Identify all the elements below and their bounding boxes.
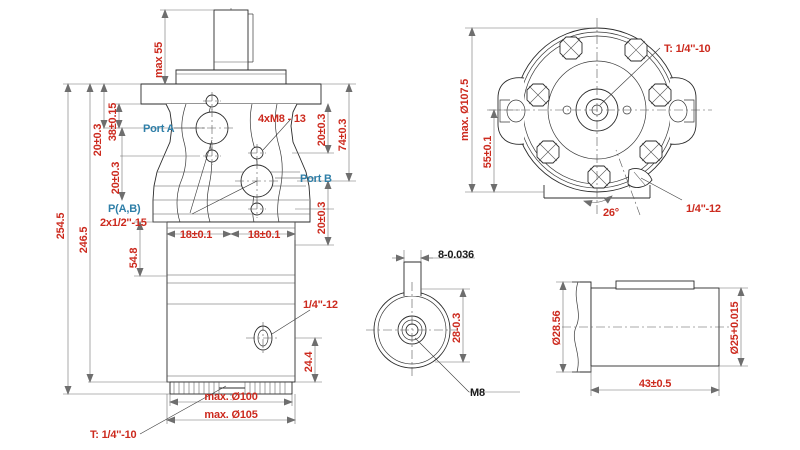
right-lug-bore [668, 99, 688, 123]
dim-max-55: max 55 [153, 42, 165, 78]
label-4xm8: 4xM8 - 13 [258, 113, 306, 125]
dim-flange-dia: Ø28.56 [551, 310, 563, 345]
m8-bolt-holes [203, 92, 266, 218]
dim-shaft-dia: Ø25+0.015 [729, 301, 741, 354]
drain-leader [271, 309, 311, 335]
bottom-spline-band [169, 381, 293, 395]
shaft-end-geometry [366, 261, 458, 378]
dim-38: 38±0.15 [107, 103, 119, 141]
dim-54-8: 54.8 [128, 248, 140, 269]
m8-leader [262, 119, 291, 151]
dim-246-5: 246.5 [78, 227, 90, 254]
dim-dia-105: max. Ø105 [204, 409, 257, 421]
dim-dia-100: max. Ø100 [204, 391, 257, 403]
dim-55: 55±0.1 [482, 136, 494, 168]
front-view-dimensions [63, 9, 356, 435]
pab-leader-1 [189, 139, 213, 214]
m8-shaft-leader [414, 337, 470, 393]
dim-key-height: 28-0.3 [451, 313, 463, 343]
drain-boss [627, 168, 653, 188]
cylinder-body [166, 221, 296, 383]
key-slot [403, 261, 422, 296]
dim-angle-26: 26° [603, 207, 619, 219]
right-lug-slot [684, 99, 695, 123]
dim-254-5: 254.5 [55, 213, 67, 240]
shaft-end-dimensions [392, 250, 520, 393]
dim-dia-107: max. Ø107.5 [459, 79, 471, 141]
dim-24-4: 24.4 [303, 351, 315, 373]
label-drain-mid: 1/4''-12 [303, 299, 338, 311]
label-port-b: Port B [300, 173, 332, 185]
pab-leader-2 [191, 180, 258, 215]
shaft-side-dimensions [556, 281, 748, 396]
front-view-geometry [140, 8, 322, 400]
flange-view-dimensions [465, 27, 683, 207]
dim-74: 74±0.3 [337, 119, 349, 151]
dim-shaft-length: 43±0.5 [639, 378, 671, 390]
dim-key-width: 8-0.036 [438, 249, 474, 261]
angle-26-ray [615, 149, 641, 216]
label-t-port-front: T: 1/4''-10 [90, 429, 137, 441]
label-drain-flange: 1/4''-12 [686, 203, 721, 215]
label-m8-shaft: M8 [470, 387, 485, 399]
label-p-ab: P(A,B) [108, 203, 141, 215]
label-port-a: Port A [143, 123, 175, 135]
left-lug-bore [506, 99, 526, 123]
output-shaft [213, 9, 249, 71]
t-port-flange-leader [599, 47, 661, 106]
shaft-side-geometry [562, 280, 738, 373]
hex-bolt-heads [526, 36, 672, 189]
dim-20-b: 20±0.3 [110, 162, 122, 194]
shaft-key [615, 280, 695, 290]
drain-flange-leader [640, 177, 683, 201]
dim-18-right: 18±0.1 [248, 229, 280, 241]
label-t-port-flange: T: 1/4''-10 [664, 43, 711, 55]
dim-20-c: 20±0.3 [316, 114, 328, 146]
label-p-ab-thread: 2x1/2''-15 [100, 217, 147, 229]
t-port-leader [139, 385, 227, 435]
dim-20-d: 20±0.3 [316, 202, 328, 234]
drain-boss-hatch [633, 171, 646, 186]
left-lug-slot [499, 99, 510, 123]
housing-inner-left [176, 103, 187, 223]
housing-inner-right2 [274, 103, 283, 223]
dim-18-left: 18±0.1 [180, 229, 212, 241]
dim-20-a: 20±0.3 [92, 124, 104, 156]
